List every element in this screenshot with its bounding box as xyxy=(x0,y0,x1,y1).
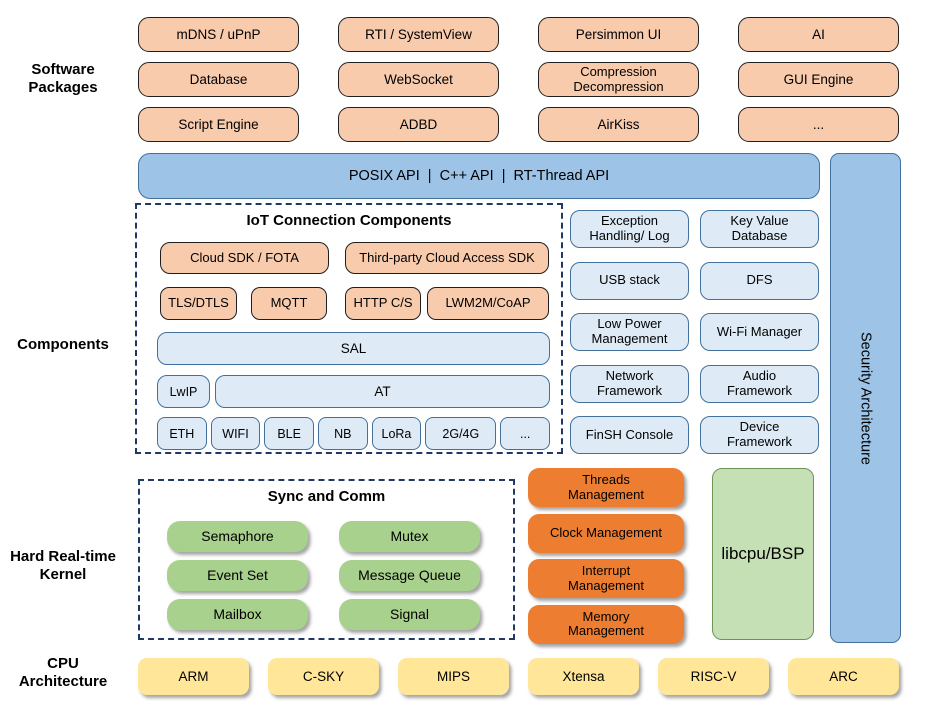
svc-low-power: Low Power Management xyxy=(570,313,689,351)
mgmt-clock: Clock Management xyxy=(528,513,684,553)
sync-mailbox: Mailbox xyxy=(167,599,308,630)
sync-mutex: Mutex xyxy=(339,521,480,552)
iot-tls-dtls: TLS/DTLS xyxy=(160,287,237,320)
sync-message-queue: Message Queue xyxy=(339,560,480,591)
layer-label-components: Components xyxy=(17,336,109,353)
sync-semaphore: Semaphore xyxy=(167,521,308,552)
hw-wifi: WIFI xyxy=(210,417,261,450)
iot-hardware-row: ETH WIFI BLE NB LoRa 2G/4G ... xyxy=(157,417,551,450)
pkg-compression-decompression: Compression Decompression xyxy=(538,62,699,97)
pkg-database: Database xyxy=(138,62,299,97)
iot-components-title: IoT Connection Components xyxy=(246,212,452,229)
component-services-grid: Exception Handling/ Log Key Value Databa… xyxy=(570,210,819,454)
iot-components-box: IoT Connection Components Cloud SDK / FO… xyxy=(135,203,563,454)
pkg-gui-engine: GUI Engine xyxy=(738,62,899,97)
pkg-rti-systemview: RTI / SystemView xyxy=(338,17,499,52)
svc-device-framework: Device Framework xyxy=(700,416,819,454)
svc-key-value-db: Key Value Database xyxy=(700,210,819,248)
security-architecture-bar: Security Architecture xyxy=(830,153,901,643)
mgmt-memory: Memory Management xyxy=(528,604,684,644)
hw-lora: LoRa xyxy=(371,417,422,450)
cpu-risc-v: RISC-V xyxy=(658,658,769,695)
pkg-airkiss: AirKiss xyxy=(538,107,699,142)
pkg-script-engine: Script Engine xyxy=(138,107,299,142)
svc-dfs: DFS xyxy=(700,261,819,300)
cpu-arm: ARM xyxy=(138,658,249,695)
iot-lwm2m-coap: LWM2M/CoAP xyxy=(427,287,549,320)
hw-2g4g: 2G/4G xyxy=(425,417,497,450)
pkg-persimmon-ui: Persimmon UI xyxy=(538,17,699,52)
svc-network-framework: Network Framework xyxy=(570,364,689,403)
hw-ble: BLE xyxy=(264,417,314,450)
svc-usb-stack: USB stack xyxy=(570,261,689,300)
iot-lwip: LwIP xyxy=(157,375,210,408)
cpu-arc: ARC xyxy=(788,658,899,695)
sync-comm-grid: Semaphore Mutex Event Set Message Queue … xyxy=(167,521,480,630)
iot-at: AT xyxy=(215,375,550,408)
cpu-mips: MIPS xyxy=(398,658,509,695)
svc-audio-framework: Audio Framework xyxy=(700,364,819,403)
sync-comm-box: Sync and Comm Semaphore Mutex Event Set … xyxy=(138,479,515,640)
libcpu-bsp-box: libcpu/BSP xyxy=(712,468,814,640)
svc-exception-log: Exception Handling/ Log xyxy=(570,210,689,248)
hw-eth: ETH xyxy=(157,417,207,450)
iot-third-party-cloud-sdk: Third-party Cloud Access SDK xyxy=(345,242,549,274)
layer-label-cpu-architecture: CPU Architecture xyxy=(18,655,108,690)
sync-event-set: Event Set xyxy=(167,560,308,591)
pkg-adbd: ADBD xyxy=(338,107,499,142)
sync-signal: Signal xyxy=(339,599,480,630)
layer-label-software-packages: Software Packages xyxy=(28,61,98,96)
iot-mqtt: MQTT xyxy=(251,287,327,320)
iot-sal: SAL xyxy=(157,332,550,365)
svc-finsh-console: FinSH Console xyxy=(570,416,689,454)
software-packages-grid: mDNS / uPnP RTI / SystemView Persimmon U… xyxy=(138,17,899,142)
pkg-more: ... xyxy=(738,107,899,142)
cpu-architecture-row: ARM C-SKY MIPS Xtensa RISC-V ARC xyxy=(138,658,899,695)
pkg-websocket: WebSocket xyxy=(338,62,499,97)
api-bar: POSIX API | C++ API | RT-Thread API xyxy=(138,153,820,199)
kernel-management-column: Threads Management Clock Management Inte… xyxy=(528,468,684,644)
pkg-ai: AI xyxy=(738,17,899,52)
sync-comm-title: Sync and Comm xyxy=(267,488,386,505)
layer-label-kernel: Hard Real-time Kernel xyxy=(10,548,116,583)
iot-http-cs: HTTP C/S xyxy=(345,287,421,320)
hw-more: ... xyxy=(500,417,551,450)
iot-cloud-sdk-fota: Cloud SDK / FOTA xyxy=(160,242,329,274)
svc-wifi-manager: Wi-Fi Manager xyxy=(700,313,819,351)
mgmt-threads: Threads Management xyxy=(528,468,684,507)
cpu-c-sky: C-SKY xyxy=(268,658,379,695)
pkg-mdns-upnp: mDNS / uPnP xyxy=(138,17,299,52)
cpu-xtensa: Xtensa xyxy=(528,658,639,695)
mgmt-interrupt: Interrupt Management xyxy=(528,559,684,599)
hw-nb: NB xyxy=(317,417,368,450)
